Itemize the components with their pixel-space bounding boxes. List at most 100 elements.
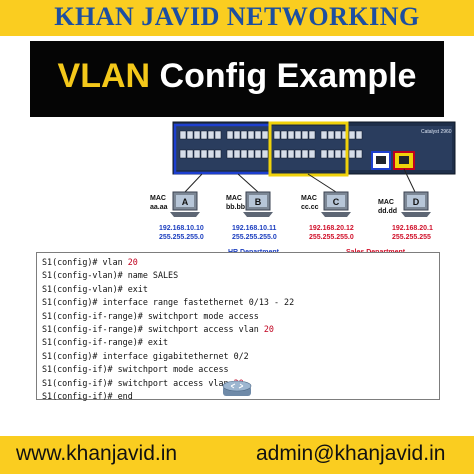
email-link[interactable]: admin@khanjavid.in — [256, 442, 446, 465]
host-c-keyboard — [321, 212, 351, 217]
switch-port — [287, 130, 295, 140]
switch-port — [294, 130, 302, 140]
switch-model: Catalyst 2960 — [421, 129, 452, 135]
switch-port — [280, 149, 288, 159]
switch-port — [207, 149, 215, 159]
switch-port — [186, 149, 194, 159]
switch-port — [327, 130, 335, 140]
switch-ports-bottom — [179, 149, 363, 159]
cli-line: S1(config-if-range)# switchport access v… — [42, 324, 274, 335]
switch-port — [240, 130, 248, 140]
cable-d — [403, 168, 416, 193]
switch-port — [186, 130, 194, 140]
host-b-mask: 255.255.255.0 — [232, 234, 277, 241]
footer-bar: www.khanjavid.in admin@khanjavid.in — [0, 436, 474, 474]
switch-ports-top — [179, 130, 363, 140]
network-diagram: Catalyst 2960 A MAC aa.aa 192.168.10.10 … — [150, 121, 456, 256]
host-c-mac: cc.cc — [301, 204, 319, 211]
host-d-keyboard — [401, 212, 431, 217]
cli-line: S1(config)# interface range fastethernet… — [42, 297, 295, 308]
host-a-mac: aa.aa — [150, 204, 168, 211]
host-c-screen — [327, 195, 345, 207]
host-a-mac-label: MAC — [150, 195, 166, 202]
host-d-letter: D — [413, 197, 420, 207]
switch-port — [214, 130, 222, 140]
website-link[interactable]: www.khanjavid.in — [16, 442, 178, 465]
switch-port — [247, 130, 255, 140]
switch-port — [226, 130, 234, 140]
host-d-mac: dd.dd — [378, 208, 397, 215]
host-a-mask: 255.255.255.0 — [159, 234, 204, 241]
host-b-screen — [249, 195, 267, 207]
cli-line: S1(config)# interface gigabitethernet 0/… — [42, 350, 249, 361]
cli-line: S1(config-if)# switchport mode access — [42, 364, 229, 375]
host-b-mac: bb.bb — [226, 204, 245, 211]
switch-port — [261, 130, 269, 140]
switch-port — [254, 130, 262, 140]
uplink-port-2-jack — [399, 156, 409, 164]
host-d-ip: 192.168.20.1 — [392, 225, 433, 232]
switch-port — [261, 149, 269, 159]
switch-port — [334, 130, 342, 140]
host-c-mask: 255.255.255.0 — [309, 234, 354, 241]
cli-line: S1(config-vlan)# exit — [42, 283, 148, 294]
switch-port — [301, 130, 309, 140]
host-b-letter: B — [255, 197, 262, 207]
switch-port — [233, 149, 241, 159]
router-icon — [222, 380, 252, 396]
switch-port — [233, 130, 241, 140]
switch-port — [273, 130, 281, 140]
cli-line: S1(config)# vlan 20 — [42, 257, 138, 267]
title-panel: VLAN Config Example — [30, 41, 444, 117]
host-b-ip: 192.168.10.11 — [232, 225, 276, 232]
switch-port — [179, 149, 187, 159]
host-b: B — [243, 191, 273, 217]
cable-c — [307, 173, 337, 193]
title-rest: Config Example — [150, 57, 417, 95]
cable-a — [184, 173, 203, 193]
sales-port-group — [268, 121, 349, 177]
switch-port — [240, 149, 248, 159]
switch-port — [287, 149, 295, 159]
host-c-ip: 192.168.20.12 — [309, 225, 354, 232]
switch-port — [207, 130, 215, 140]
switch-port — [334, 149, 342, 159]
switch-port — [308, 149, 316, 159]
cli-line: S1(config-if-range)# exit — [42, 337, 169, 348]
switch-port — [348, 149, 356, 159]
switch-port — [214, 149, 222, 159]
switch-port — [355, 149, 363, 159]
host-b-mac-label: MAC — [226, 195, 242, 202]
cli-line: S1(config-if)# end — [42, 391, 133, 402]
switch-port — [200, 149, 208, 159]
host-d-screen — [407, 195, 425, 207]
cable-b — [237, 173, 259, 193]
host-c: C — [321, 191, 351, 217]
host-d-mac-label: MAC — [378, 199, 394, 206]
host-d-mask: 255.255.255 — [392, 234, 431, 241]
switch-port — [193, 130, 201, 140]
switch-port — [308, 130, 316, 140]
switch-port — [193, 149, 201, 159]
host-b-keyboard — [243, 212, 273, 217]
switch-port — [355, 130, 363, 140]
cli-line: S1(config-if-range)# switchport mode acc… — [42, 310, 259, 321]
switch-port — [320, 130, 328, 140]
switch-port — [273, 149, 281, 159]
host-c-letter: C — [333, 197, 340, 207]
cli-line: S1(config-vlan)# name SALES — [42, 270, 179, 281]
host-a-keyboard — [170, 212, 200, 217]
top-banner: KHAN JAVID NETWORKING — [0, 0, 474, 36]
brand-title: KHAN JAVID NETWORKING — [54, 2, 420, 31]
cli-panel: S1(config)# vlan 20 S1(config-vlan)# nam… — [36, 252, 440, 402]
host-a-ip: 192.168.10.10 — [159, 225, 204, 232]
host-c-mac-label: MAC — [301, 195, 317, 202]
switch-port — [200, 130, 208, 140]
switch-port — [247, 149, 255, 159]
host-a-letter: A — [182, 197, 189, 207]
title-accent: VLAN — [57, 57, 151, 95]
switch-port — [226, 149, 234, 159]
host-a-screen — [176, 195, 194, 207]
switch-port — [301, 149, 309, 159]
switch-port — [179, 130, 187, 140]
